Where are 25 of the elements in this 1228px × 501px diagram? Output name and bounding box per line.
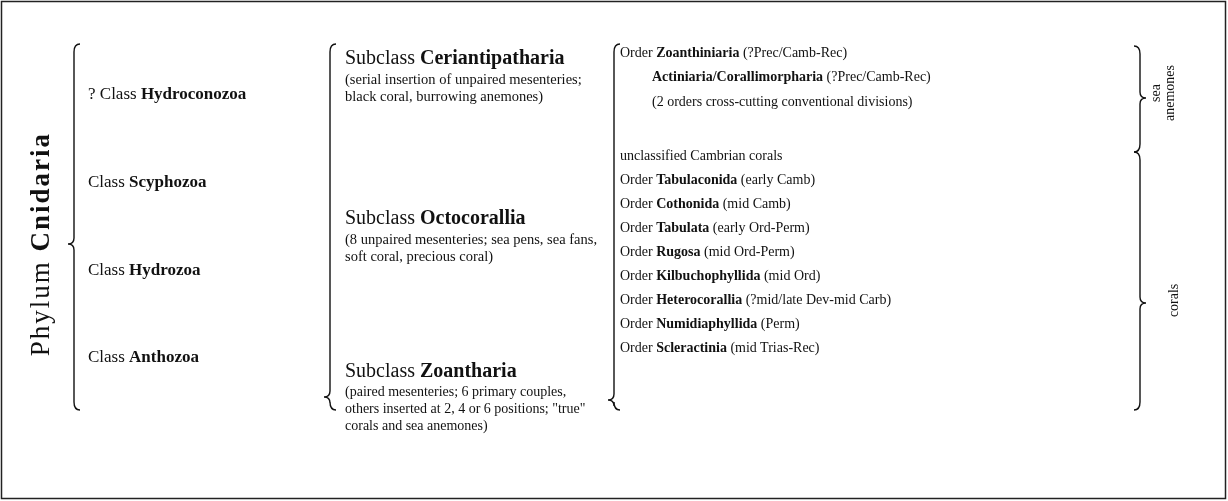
- class-label: ? Class Hydroconozoa: [88, 84, 247, 105]
- subclass-heading: Subclass Ceriantipatharia: [345, 45, 565, 69]
- subclass-description: (serial insertion of unpaired mesenteries; black coral, burrowing anemones): [345, 71, 583, 106]
- order-label: Order Tabulaconida (early Camb): [620, 172, 816, 189]
- class-label: Class Scyphozoa: [88, 172, 207, 193]
- order-label: Order Tabulata (early Ord-Perm): [620, 220, 810, 237]
- subclass-description: (paired mesenteries; 6 primary couples, others inserted at 2, 4 or 6 positions; "true" corals and sea anemones): [345, 384, 587, 435]
- class-label: Class Anthozoa: [88, 347, 199, 368]
- note-text: unclassified Cambrian corals: [620, 148, 783, 165]
- order-label: Order Cothonida (mid Camb): [620, 196, 791, 213]
- group-label: corals: [1165, 282, 1182, 320]
- subclass-description: (8 unpaired mesenteries; sea pens, sea fans, soft coral, precious coral): [345, 231, 599, 266]
- order-label: Actiniaria/Corallimorpharia (?Prec/Camb-Rec): [652, 69, 931, 86]
- group-label: sea anemones: [1149, 64, 1177, 123]
- subclass-heading: Subclass Zoantharia: [345, 358, 517, 382]
- phylum-label: Phylum Cnidaria: [23, 131, 56, 359]
- order-label: Order Kilbuchophyllida (mid Ord): [620, 268, 821, 285]
- order-label: Order Numidiaphyllida (Perm): [620, 316, 800, 333]
- order-label: Order Scleractinia (mid Trias-Rec): [620, 340, 820, 357]
- note-text: (2 orders cross-cutting conventional divisions): [652, 94, 913, 111]
- order-label: Order Rugosa (mid Ord-Perm): [620, 244, 795, 261]
- subclass-heading: Subclass Octocorallia: [345, 205, 526, 229]
- order-label: Order Zoanthiniaria (?Prec/Camb-Rec): [620, 45, 848, 62]
- class-label: Class Hydrozoa: [88, 260, 201, 281]
- order-label: Order Heterocorallia (?mid/late Dev-mid Carb): [620, 292, 892, 309]
